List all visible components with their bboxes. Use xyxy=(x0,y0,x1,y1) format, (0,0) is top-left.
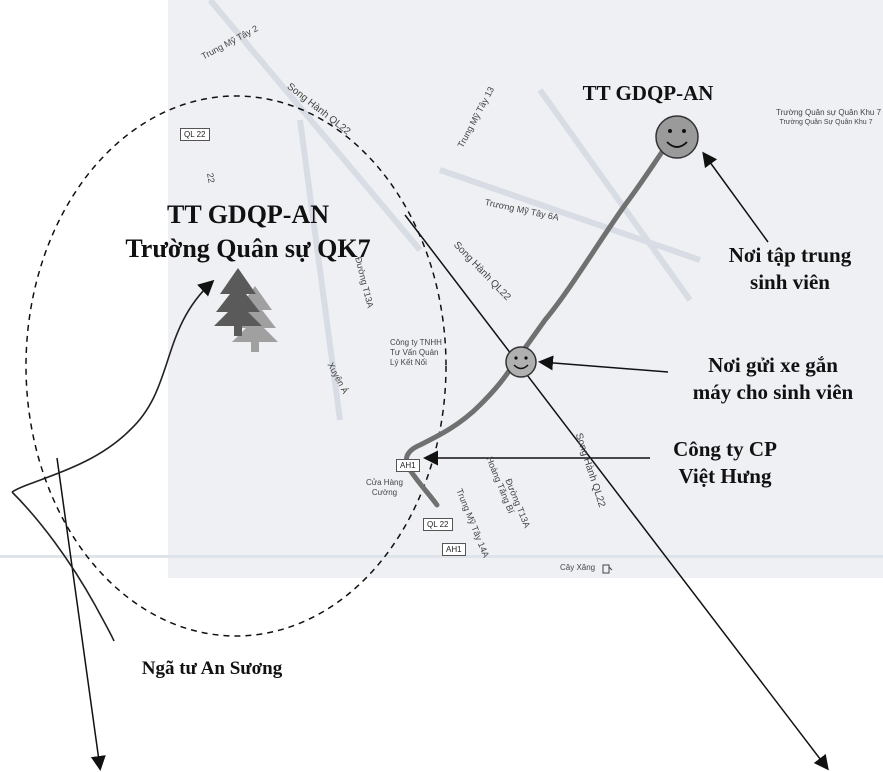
map-edge-line xyxy=(0,555,883,558)
parking-label: Nơi gửi xe gắn máy cho sinh viên xyxy=(692,353,854,404)
gathering-arrow xyxy=(702,151,769,243)
poi-label: Trường Quân sự Quân Khu 7 Trường Quân Sự… xyxy=(776,108,882,126)
road-shield: AH1 xyxy=(442,543,466,556)
gathering-site-title: TT GDQP-AN xyxy=(582,81,714,105)
parking-arrow xyxy=(538,355,669,373)
pine-tree-icon xyxy=(214,268,278,352)
faint-streets xyxy=(207,0,701,421)
fuel-station-icon xyxy=(602,564,613,574)
route-to-main-site xyxy=(11,279,215,493)
poi-label: Cây Xăng xyxy=(560,563,596,572)
main-site-title: TT GDQP-AN Trường Quân sự QK7 xyxy=(125,200,371,263)
smiley-face-icon xyxy=(655,115,699,159)
highway-direction-arrow xyxy=(404,214,829,771)
intersection-down-arrow xyxy=(56,457,106,771)
site-area-dashed-circle xyxy=(25,95,447,637)
smiley-face-icon xyxy=(505,346,537,378)
gathering-point-label: Nơi tập trung sinh viên xyxy=(728,243,852,294)
poi-label: Cửa Hàng Cường xyxy=(366,478,403,497)
road-shield: QL 22 xyxy=(423,518,453,531)
intersection-label: Ngã tư An Sương xyxy=(141,658,283,679)
road-shield: AH1 xyxy=(396,459,420,472)
poi-label: Công ty TNHH Tư Vấn Quản Lý Kết Nối xyxy=(390,338,442,367)
road-shield: QL 22 xyxy=(180,128,210,141)
street-label: 22 xyxy=(205,172,217,184)
route-from-intersection xyxy=(11,491,115,642)
company-label: Công ty CP Việt Hưng xyxy=(673,437,777,488)
